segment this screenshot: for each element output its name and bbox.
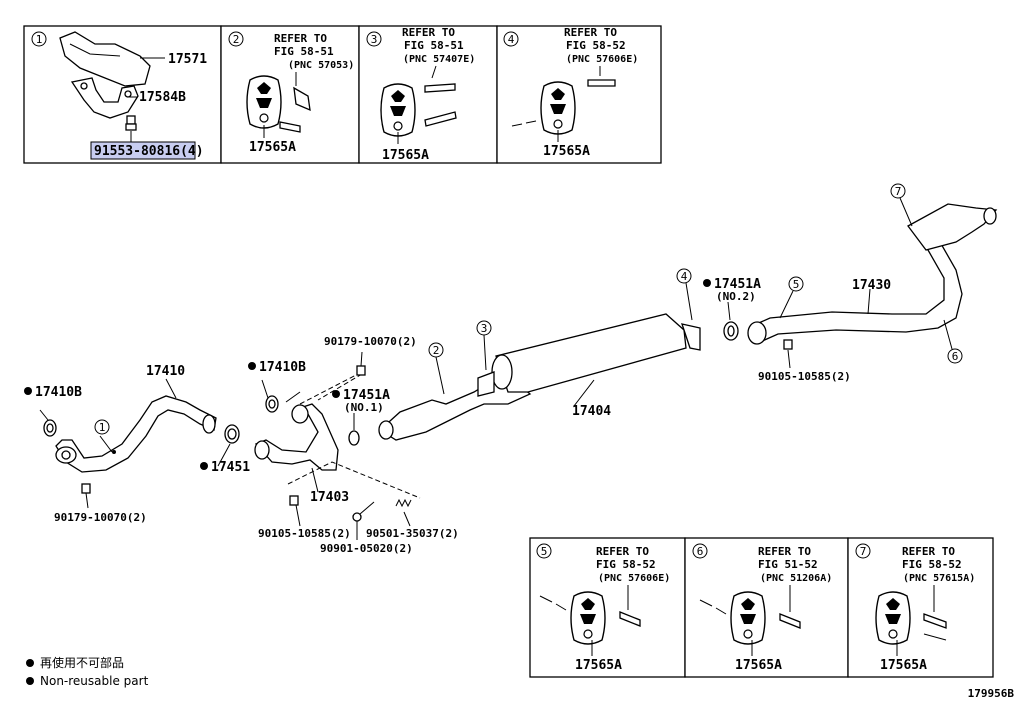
box-index-3: 3 [371,33,378,46]
fig-ref-3: FIG 58-51 [404,39,464,52]
non-reusable-dot [248,362,256,370]
part-label-17565A-box7: 17565A [880,658,927,673]
fig-ref-4: FIG 58-52 [566,39,626,52]
part-label-17571: 17571 [168,52,207,67]
spring-90501 [395,498,412,508]
bolt-90105-right [783,339,793,350]
refer-text-6: REFER TO [758,545,811,558]
box-index-1: 1 [36,33,43,46]
refer-text-2: REFER TO [274,32,327,45]
hanger-icon [380,83,416,137]
refer-text-7: REFER TO [902,545,955,558]
part-label-17410B-left: 17410B [35,385,82,400]
pnc-ref-3: (PNC 57407E) [403,54,475,65]
non-reusable-dot [24,387,32,395]
part-label-17410B-mid: 17410B [259,360,306,375]
part-label-17565A-box5: 17565A [575,658,622,673]
callouts: 1 2 3 4 5 6 7 [94,183,963,435]
hanger-icon [570,591,606,645]
pipe-17403 [254,403,339,471]
legend-dot-icon [26,677,34,685]
part-label-90105-mid: 90105-10585(2) [258,527,351,540]
part-label-90105-right: 90105-10585(2) [758,370,851,383]
part-label-17410: 17410 [146,364,185,379]
bolt-90179-left [81,483,91,494]
box-index-2: 2 [233,33,240,46]
detail-box-4: 4 REFER TO FIG 58-52 (PNC 57606E) 17565A [496,25,662,164]
callout-1: 1 [99,421,106,434]
part-label-17451A-no1: 17451A [343,388,390,403]
callout-5: 5 [793,278,800,291]
callout-4: 4 [681,270,688,283]
detail-box-2: 2 REFER TO FIG 58-51 (PNC 57053) 17565A [220,25,360,164]
detail-box-6: 6 REFER TO FIG 51-52 (PNC 51206A) 17565A [684,537,849,678]
bolt-90105-mid [289,495,299,506]
legend: 再使用不可部品 Non-reusable part [26,655,149,688]
non-reusable-dot [200,462,208,470]
front-pipe-17410 [55,395,217,473]
box-index-6: 6 [697,545,704,558]
part-label-91553-80816: 91553-80816(4) [94,144,204,159]
refer-text-4: REFER TO [564,26,617,39]
part-label-90179-left: 90179-10070(2) [54,511,147,524]
pnc-ref-5: (PNC 57606E) [598,573,670,584]
gasket-17451A-no1 [348,430,360,446]
figure-id: 179956B [968,687,1015,700]
pnc-ref-6: (PNC 51206A) [760,573,832,584]
part-label-17584B: 17584B [139,90,186,105]
part-sub-no1: (NO.1) [344,401,384,414]
part-label-17565A-box4: 17565A [543,144,590,159]
non-reusable-dot [332,390,340,398]
callout-6: 6 [952,350,959,363]
callout-3: 3 [481,322,488,335]
part-label-17451A-no2: 17451A [714,277,761,292]
legend-dot-icon [26,659,34,667]
legend-japanese: 再使用不可部品 [40,655,124,670]
legend-english: Non-reusable part [40,674,149,688]
detail-box-1: 1 17571 17584B 91553-80816(4) [23,25,222,164]
refer-text-5: REFER TO [596,545,649,558]
detail-box-5: 5 REFER TO FIG 58-52 (PNC 57606E) 17565A [529,537,686,678]
part-label-90901: 90901-05020(2) [320,542,413,555]
hanger-icon [246,75,282,129]
pnc-ref-4: (PNC 57606E) [566,54,638,65]
part-label-17404: 17404 [572,404,611,419]
callout-2: 2 [433,344,440,357]
refer-text-3: REFER TO [402,26,455,39]
tail-pipe-17430 [747,203,998,345]
part-label-17403: 17403 [310,490,349,505]
hanger-icon [875,591,911,645]
hanger-icon [540,81,576,135]
bolt-part [125,115,137,131]
fig-ref-2: FIG 58-51 [274,45,334,58]
bolt-90179-top [356,365,366,376]
heat-insulator-part [59,31,151,87]
fig-ref-6: FIG 51-52 [758,558,818,571]
part-label-90501: 90501-35037(2) [366,527,459,540]
part-label-17451: 17451 [211,460,250,475]
fig-ref-5: FIG 58-52 [596,558,656,571]
part-sub-no2: (NO.2) [716,290,756,303]
muffler-17404 [378,313,701,441]
detail-box-3: 3 REFER TO FIG 58-51 (PNC 57407E) 17565A [358,25,498,164]
non-reusable-dot [703,279,711,287]
part-label-90179-top: 90179-10070(2) [324,335,417,348]
box-index-7: 7 [860,545,867,558]
bolt-90901 [352,501,375,522]
hanger-icon [730,591,766,645]
part-label-17565A-box3: 17565A [382,148,429,163]
part-label-17430: 17430 [852,278,891,293]
detail-box-7: 7 REFER TO FIG 58-52 (PNC 57615A) 17565A [847,537,994,678]
box-index-5: 5 [541,545,548,558]
bracket-part [70,77,139,119]
part-label-17565A-box6: 17565A [735,658,782,673]
pnc-ref-2: (PNC 57053) [288,60,354,71]
part-label-17565A-box2: 17565A [249,140,296,155]
fig-ref-7: FIG 58-52 [902,558,962,571]
callout-7: 7 [895,185,902,198]
box-index-4: 4 [508,33,515,46]
pnc-ref-7: (PNC 57615A) [903,573,975,584]
